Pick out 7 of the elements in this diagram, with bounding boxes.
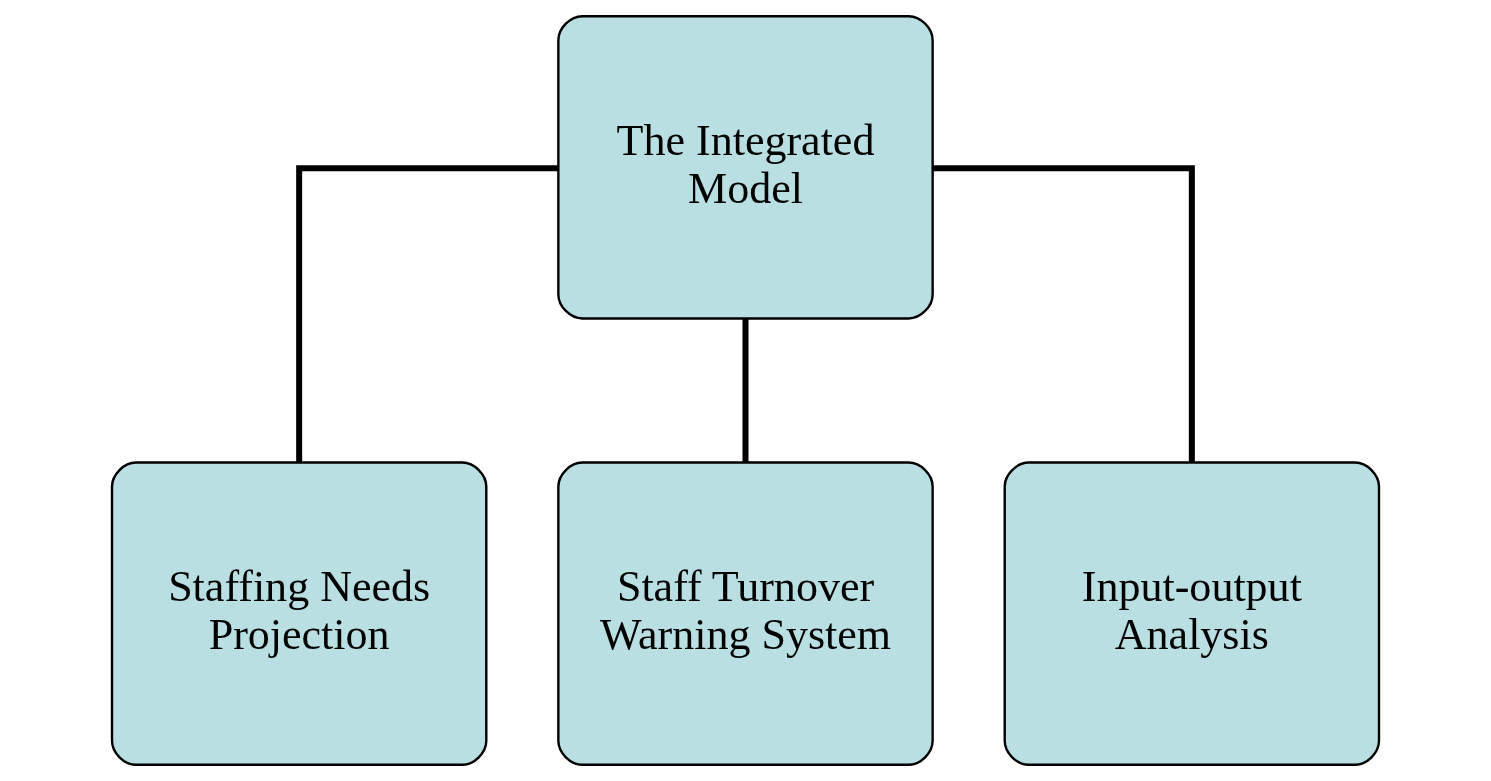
node-box: Staffing Needs Projection — [110, 461, 488, 766]
connector — [932, 165, 1195, 463]
connector — [742, 319, 749, 463]
node-box: Staff Turnover Warning System — [557, 461, 934, 766]
node-box: Input-output Analysis — [1003, 461, 1381, 766]
node-box: The Integrated Model — [557, 15, 934, 320]
connector — [296, 165, 559, 463]
